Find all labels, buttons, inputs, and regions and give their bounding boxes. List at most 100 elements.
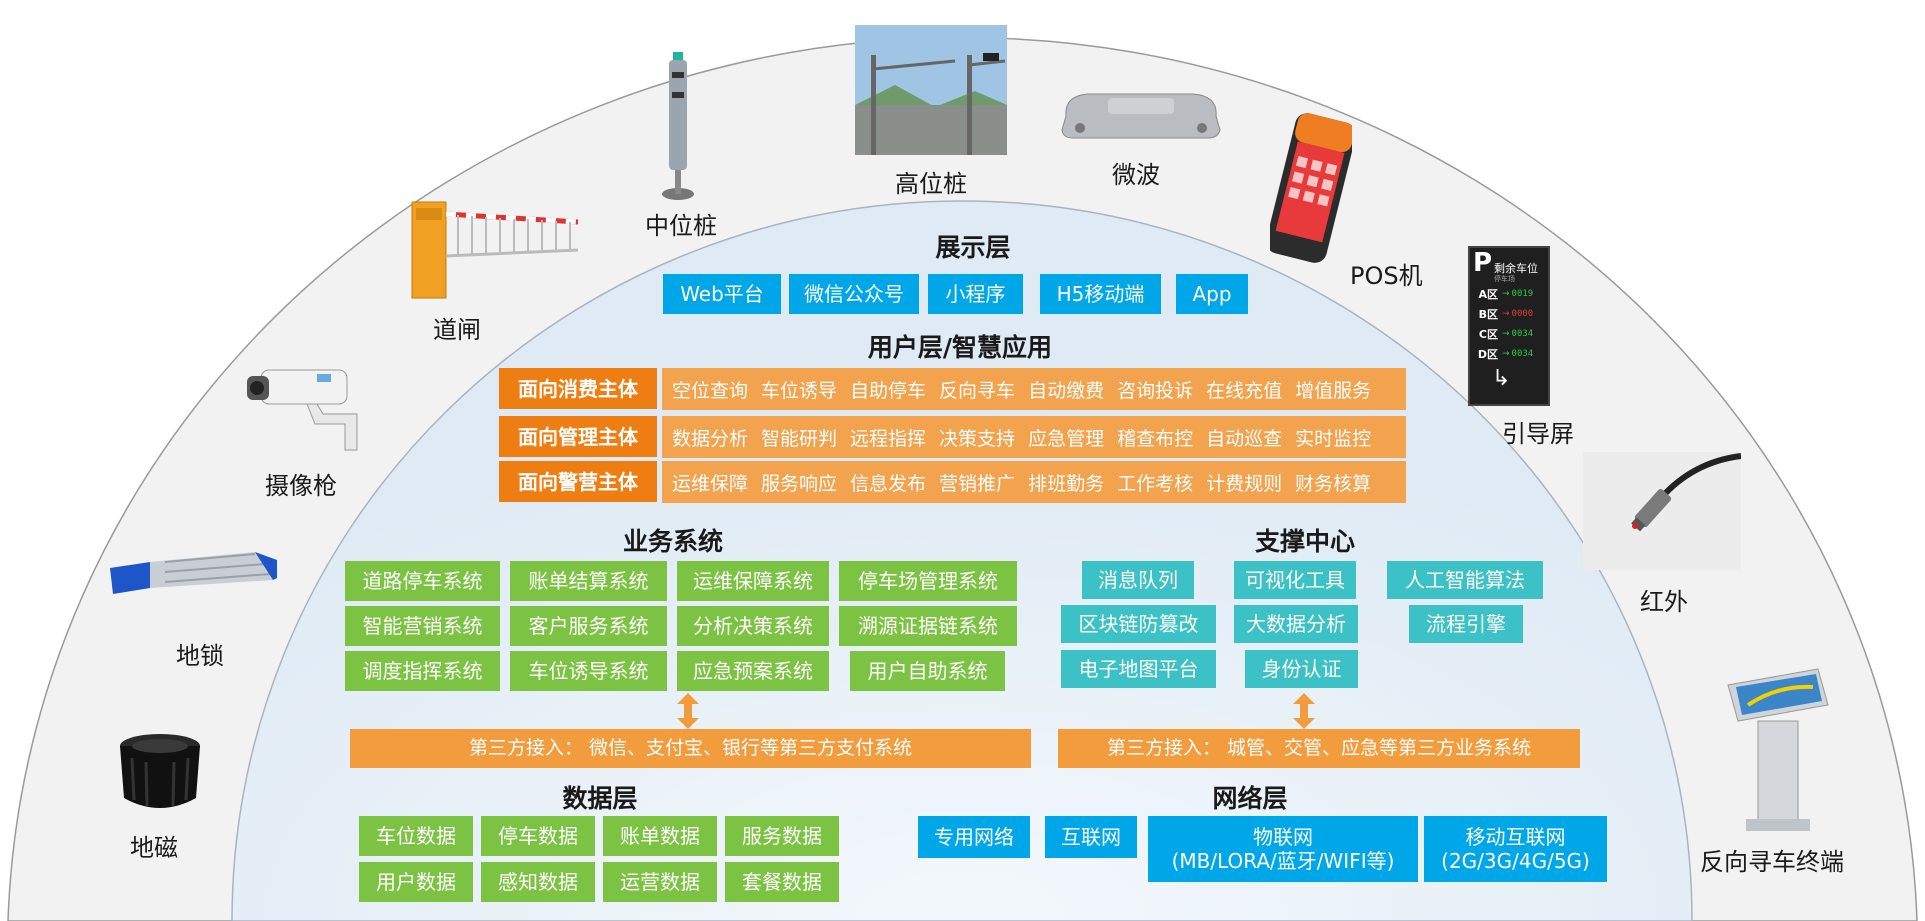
- user-item: 在线充值: [1206, 379, 1283, 402]
- user-item: 运维保障: [672, 472, 749, 495]
- business-item: 溯源证据链系统: [839, 606, 1017, 646]
- network-item-private: 专用网络: [918, 816, 1030, 858]
- business-item: 账单结算系统: [510, 561, 667, 601]
- data-item: 用户数据: [359, 862, 473, 902]
- business-item: 停车场管理系统: [839, 561, 1017, 601]
- user-item: 信息发布: [850, 472, 927, 495]
- label-weibo: 微波: [1112, 161, 1160, 189]
- user-item: 工作考核: [1117, 472, 1194, 495]
- data-item: 运营数据: [603, 862, 717, 902]
- guide-zone-row: D区 → 0034: [1470, 344, 1548, 364]
- label-hongwai: 红外: [1640, 588, 1688, 616]
- user-row-label-consumer: 面向消费主体: [499, 368, 657, 409]
- user-layer-title: 用户层/智慧应用: [867, 333, 1053, 362]
- user-item: 财务核算: [1295, 472, 1372, 495]
- user-item: 反向寻车: [939, 379, 1016, 402]
- label-gaoweizhuang: 高位桩: [895, 170, 967, 198]
- support-item: 区块链防篡改: [1061, 605, 1216, 643]
- business-item: 车位诱导系统: [510, 651, 667, 691]
- network-mobile-line1: 移动互联网: [1465, 825, 1566, 849]
- user-row-consumer: 空位查询 车位诱导 自助停车 反向寻车 自动缴费 咨询投诉 在线充值 增值服务: [662, 368, 1406, 410]
- label-zhongweizhuang: 中位桩: [645, 212, 717, 240]
- user-item: 应急管理: [1028, 427, 1105, 450]
- user-item: 实时监控: [1295, 427, 1372, 450]
- label-yindaoping: 引导屏: [1502, 420, 1574, 448]
- guide-screen: P 剩余车位 停车场 A区 → 0019 B区 → 0000 C区 → 0034…: [1468, 246, 1550, 406]
- guide-zone-label: C区: [1478, 328, 1498, 341]
- label-shexiangqiang: 摄像枪: [265, 472, 337, 500]
- mid-pole-icon: [662, 52, 694, 200]
- support-item: 消息队列: [1082, 561, 1194, 599]
- geomagnetic-sensor-icon: [120, 734, 200, 808]
- network-layer-title: 网络层: [1212, 784, 1288, 813]
- support-item: 人工智能算法: [1387, 561, 1543, 599]
- double-arrow-icon: [1293, 693, 1315, 729]
- support-title: 支撑中心: [1254, 527, 1355, 556]
- business-third-party: 第三方接入： 微信、支付宝、银行等第三方支付系统: [350, 729, 1031, 768]
- user-item: 远程指挥: [850, 427, 927, 450]
- network-iot-line1: 物联网: [1253, 825, 1313, 849]
- business-item: 客户服务系统: [510, 606, 667, 646]
- label-daozha: 道闸: [433, 316, 481, 344]
- data-layer-title: 数据层: [562, 784, 638, 813]
- support-third-party: 第三方接入： 城管、交管、应急等第三方业务系统: [1058, 729, 1580, 768]
- kiosk-terminal-icon: [1727, 668, 1829, 831]
- arrow-icon: →: [1502, 329, 1510, 339]
- data-item: 停车数据: [481, 816, 595, 856]
- display-item-app: App: [1176, 274, 1248, 314]
- parking-lock-icon: [110, 552, 277, 594]
- label-pos: POS机: [1350, 262, 1423, 290]
- display-item-h5: H5移动端: [1040, 274, 1161, 314]
- guide-screen-p: P: [1473, 248, 1493, 278]
- business-title: 业务系统: [622, 527, 723, 556]
- user-item: 咨询投诉: [1117, 379, 1194, 402]
- microwave-sensor-icon: [1061, 93, 1221, 139]
- support-item: 身份认证: [1245, 650, 1358, 688]
- arrow-icon: →: [1502, 289, 1510, 299]
- infrared-sensor-icon: [1583, 452, 1741, 570]
- barrier-gate-icon: [411, 201, 579, 299]
- arrow-icon: →: [1502, 349, 1510, 359]
- guide-zone-row: A区 → 0019: [1470, 284, 1548, 304]
- business-item: 运维保障系统: [677, 561, 829, 601]
- guide-zone-count: 0034: [1511, 329, 1534, 339]
- user-item: 增值服务: [1295, 379, 1372, 402]
- business-item: 道路停车系统: [345, 561, 500, 601]
- user-item: 自助停车: [850, 379, 927, 402]
- high-pole-icon: [855, 25, 1007, 155]
- display-item-miniprogram: 小程序: [928, 274, 1023, 314]
- support-item: 可视化工具: [1234, 561, 1356, 599]
- network-item-iot: 物联网 (MB/LORA/蓝牙/WIFI等): [1148, 816, 1418, 882]
- network-iot-line2: (MB/LORA/蓝牙/WIFI等): [1171, 849, 1395, 873]
- guide-zone-label: A区: [1478, 288, 1498, 301]
- user-item: 稽查布控: [1117, 427, 1194, 450]
- user-row-label-operator: 面向警营主体: [499, 461, 657, 502]
- support-item: 流程引擎: [1409, 605, 1523, 643]
- double-arrow-icon: [677, 693, 699, 729]
- guide-zone-count: 0034: [1511, 349, 1534, 359]
- user-item: 数据分析: [672, 427, 749, 450]
- guide-screen-zones: A区 → 0019 B区 → 0000 C区 → 0034 D区 → 0034: [1470, 284, 1548, 364]
- user-item: 计费规则: [1206, 472, 1283, 495]
- data-item: 车位数据: [359, 816, 473, 856]
- user-item: 营销推广: [939, 472, 1016, 495]
- user-item: 排班勤务: [1028, 472, 1105, 495]
- guide-zone-count: 0000: [1511, 309, 1534, 319]
- label-dici: 地磁: [130, 834, 178, 862]
- business-item: 应急预案系统: [677, 651, 829, 691]
- guide-screen-title: 剩余车位: [1494, 262, 1538, 275]
- turn-arrow-icon: ↳: [1492, 366, 1511, 391]
- guide-zone-row: B区 → 0000: [1470, 304, 1548, 324]
- label-disuo: 地锁: [176, 642, 224, 670]
- user-item: 空位查询: [672, 379, 749, 402]
- business-item: 调度指挥系统: [345, 651, 500, 691]
- user-row-management: 数据分析 智能研判 远程指挥 决策支持 应急管理 稽查布控 自动巡查 实时监控: [662, 416, 1406, 458]
- camera-icon: [247, 369, 358, 451]
- user-item: 自动巡查: [1206, 427, 1283, 450]
- business-item: 智能营销系统: [345, 606, 500, 646]
- user-item: 服务响应: [761, 472, 838, 495]
- support-item: 电子地图平台: [1061, 650, 1216, 688]
- guide-zone-label: B区: [1478, 308, 1498, 321]
- arrow-icon: →: [1502, 309, 1510, 319]
- business-item: 用户自助系统: [850, 651, 1005, 691]
